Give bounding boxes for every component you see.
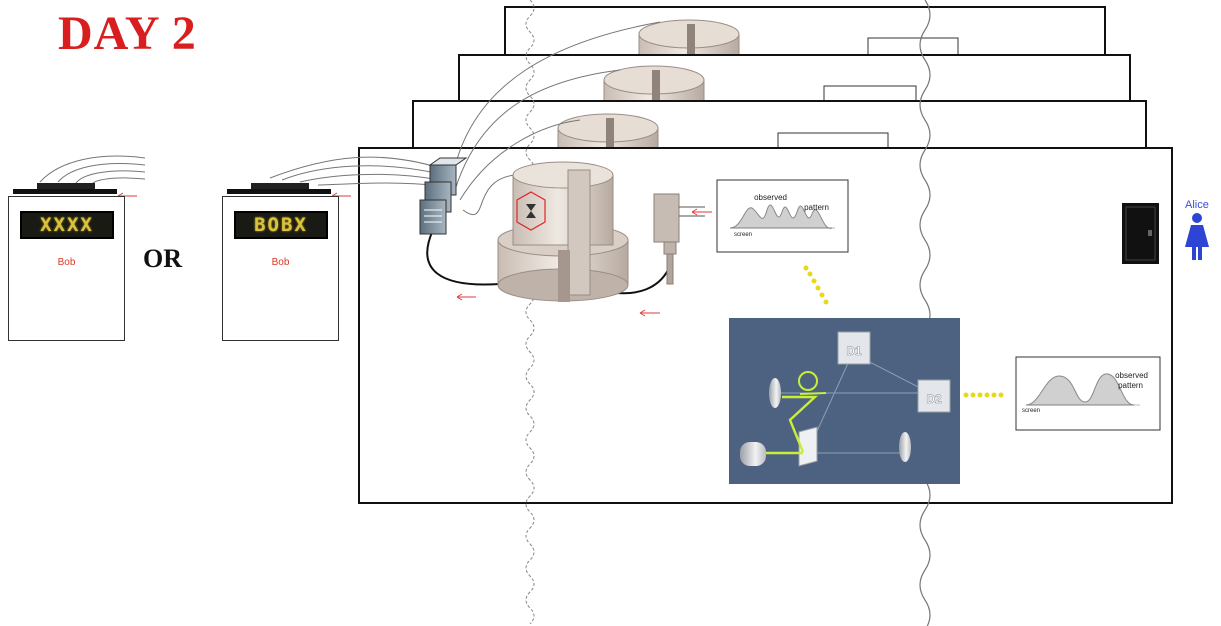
alice-name: Alice <box>1185 199 1209 211</box>
hourglass-icon <box>516 191 546 231</box>
stacked-box-back-1 <box>412 100 1147 152</box>
pattern-bottom-label-line1: observed <box>1115 371 1148 380</box>
observed-pattern-bottom <box>1015 356 1161 431</box>
alice-person-icon <box>1185 213 1209 260</box>
day-title: DAY 2 <box>58 7 197 60</box>
pattern-top-axis: screen <box>734 232 752 238</box>
display-mount <box>37 183 95 189</box>
red-arrows <box>117 192 712 317</box>
server-stack-icon <box>419 157 468 235</box>
bob-card-right: BOBX Bob <box>222 183 339 341</box>
gas-tank-icon <box>497 161 629 302</box>
display-mount <box>251 183 309 189</box>
svg-text:D1: D1 <box>846 344 862 358</box>
pattern-top-label-line1: observed <box>754 193 787 202</box>
tank-cable <box>426 229 501 286</box>
pattern-top-label-line2: pattern <box>804 203 829 212</box>
bob-name-left: Bob <box>57 257 76 268</box>
interferometer-panel: D1 D2 <box>729 318 960 484</box>
pattern-bottom-axis: screen <box>1022 408 1040 414</box>
or-separator: OR <box>143 244 182 273</box>
bob-card-left: XXXX Bob <box>8 183 125 341</box>
stacked-box-back-2 <box>458 54 1131 104</box>
yellow-dots <box>803 265 1004 398</box>
wavy-line-right <box>919 0 931 626</box>
detector-d1: D1 <box>837 331 871 365</box>
svg-text:D2: D2 <box>926 392 942 406</box>
detector-d2: D2 <box>917 379 951 413</box>
door-icon <box>1122 203 1159 264</box>
bob-display-left: XXXX <box>20 211 114 239</box>
bob-display-right: BOBX <box>234 211 328 239</box>
display-bracket <box>13 189 117 194</box>
observed-pattern-top <box>716 179 849 253</box>
cables <box>39 21 661 216</box>
wall-adapter-icon <box>653 193 705 285</box>
wavy-line-left <box>525 0 535 625</box>
display-bracket <box>227 189 331 194</box>
bob-name-right: Bob <box>271 257 290 268</box>
pattern-bottom-label-line2: pattern <box>1118 381 1143 390</box>
